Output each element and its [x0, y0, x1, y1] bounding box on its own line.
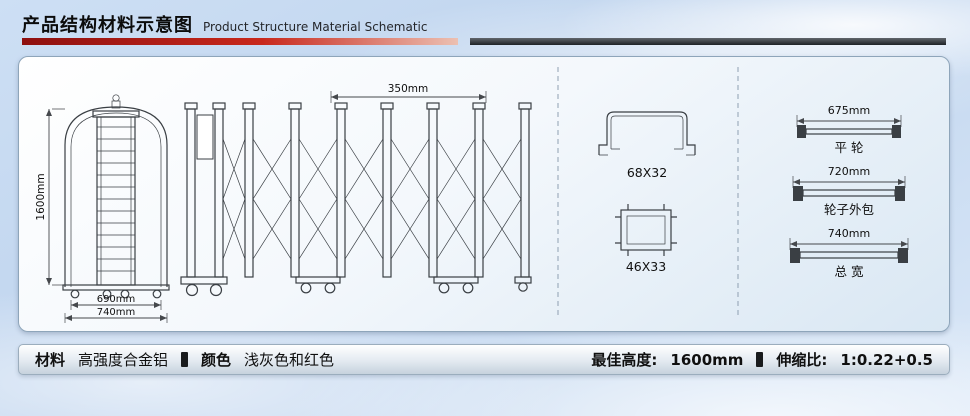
spec-right-group: 最佳高度: 1600mm 伸缩比: 1:0.22+0.5	[591, 349, 933, 370]
drive-unit	[180, 102, 228, 297]
axle-total-width: 740mm 总 宽	[789, 227, 909, 279]
color-label: 颜色	[201, 351, 232, 369]
red-accent-bar	[22, 38, 458, 45]
axle2-name-label: 轮子外包	[824, 202, 874, 217]
arch-outline	[64, 106, 168, 287]
post-section-label: 46X33	[626, 259, 666, 274]
post-profile-section	[615, 204, 677, 256]
dim-inner-width-label: 690mm	[97, 294, 136, 305]
spec-bar: 材料 高强度合金铝 颜色 浅灰色和红色 最佳高度: 1600mm 伸缩比: 1:…	[18, 344, 950, 375]
front-base-bar	[62, 284, 170, 291]
gate-side-view-drawing: 350mm	[180, 83, 532, 297]
gate-wheel-carriages	[295, 276, 532, 294]
dim-height-label: 1600mm	[35, 173, 47, 220]
rail-section-label: 68X32	[627, 165, 667, 180]
ladder-frame	[96, 116, 136, 286]
separator-bar-icon	[181, 352, 189, 367]
axle3-dim-label: 740mm	[828, 227, 870, 240]
ladder-rungs	[97, 126, 135, 272]
gate-front-view-drawing: 1600mm 690mm 740mm	[35, 94, 170, 323]
material-value: 高强度合金铝	[78, 351, 169, 369]
axle2-dim-label: 720mm	[828, 165, 870, 178]
scissor-lattice	[222, 138, 522, 260]
wheel-axle-drawings: 675mm 平 轮 720mm 轮子外包	[789, 104, 909, 279]
axle-flat-wheel: 675mm 平 轮	[796, 104, 902, 155]
ladder-cap	[92, 110, 140, 118]
separator-bar-icon	[756, 352, 764, 367]
arch-finial	[112, 94, 120, 102]
axle1-name-label: 平 轮	[835, 140, 864, 155]
material-label: 材料	[35, 351, 66, 369]
axle3-name-label: 总 宽	[835, 264, 864, 279]
schematic-drawing: 1600mm 690mm 740mm	[35, 67, 909, 323]
profile-drawings: 68X32 46X33	[598, 111, 696, 274]
front-wheels	[70, 289, 162, 299]
axle-wheel-outer: 720mm 轮子外包	[792, 165, 906, 217]
dim-module-width-label: 350mm	[388, 83, 429, 95]
page-subtitle: Product Structure Material Schematic	[203, 20, 428, 34]
best-height-value: 1600mm	[670, 350, 744, 369]
rail-profile-section	[598, 111, 696, 156]
axle1-dim-label: 675mm	[828, 104, 870, 117]
arch-inner-outline	[70, 112, 162, 287]
header-rules	[22, 38, 946, 45]
diagram-panel: 1600mm 690mm 740mm	[18, 56, 950, 332]
page-title: 产品结构材料示意图	[22, 15, 193, 36]
spec-left-group: 材料 高强度合金铝 颜色 浅灰色和红色	[35, 349, 334, 370]
best-height-label: 最佳高度:	[591, 351, 658, 369]
dark-accent-bar	[470, 38, 946, 45]
ratio-label: 伸缩比:	[776, 351, 828, 369]
dim-outer-width-label: 740mm	[97, 307, 136, 318]
ratio-value: 1:0.22+0.5	[840, 350, 933, 369]
control-box	[196, 114, 214, 160]
color-value: 浅灰色和红色	[244, 351, 335, 369]
page-header: 产品结构材料示意图 Product Structure Material Sch…	[22, 11, 427, 37]
